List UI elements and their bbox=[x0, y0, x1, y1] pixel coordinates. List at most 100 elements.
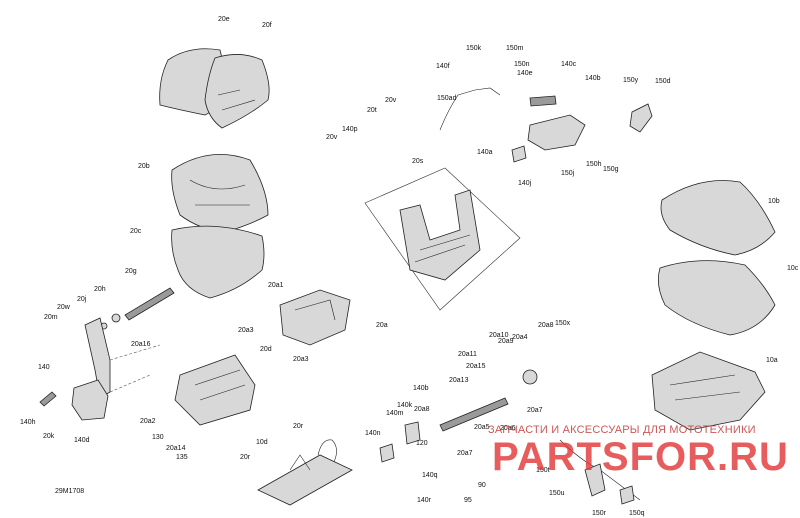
callout-label: 20a13 bbox=[449, 377, 469, 384]
callout-label: 20k bbox=[43, 433, 55, 440]
callout-label: 150j bbox=[561, 170, 575, 177]
washer-20h bbox=[111, 313, 121, 323]
callout-label: 20a16 bbox=[131, 341, 151, 348]
callout-label: 150ad bbox=[437, 95, 457, 102]
callout-label: 140k bbox=[397, 402, 413, 409]
block-140j bbox=[511, 145, 527, 163]
callout-label: 20a4 bbox=[512, 334, 528, 341]
callout-label: 20a2 bbox=[140, 418, 156, 425]
callout-label: 10a bbox=[766, 357, 778, 364]
callout-label: 20e bbox=[218, 16, 230, 23]
callout-label: 140j bbox=[518, 180, 532, 187]
callout-label: 90 bbox=[478, 482, 486, 489]
gear-20a4 bbox=[522, 369, 538, 385]
callout-label: 95 bbox=[464, 497, 472, 504]
callout-label: 20v bbox=[385, 97, 397, 104]
callout-label: 20a9 bbox=[498, 338, 514, 345]
diagram-code: 29M1708 bbox=[55, 488, 85, 495]
lever-140m bbox=[404, 421, 421, 445]
callout-label: 20t bbox=[367, 107, 377, 114]
rod-20g bbox=[124, 287, 175, 321]
callout-label: 150t bbox=[536, 467, 550, 474]
seat-slide-20a2 bbox=[174, 354, 256, 426]
seat-pan-10a bbox=[651, 351, 766, 431]
callout-label: 140n bbox=[365, 430, 381, 437]
callout-label: 20a11 bbox=[458, 351, 477, 358]
callout-label: 20a15 bbox=[466, 363, 486, 370]
callout-label: 10d bbox=[256, 439, 268, 446]
callout-label: 20s bbox=[412, 158, 424, 165]
callout-label: 20g bbox=[125, 268, 137, 275]
handle-140b bbox=[527, 114, 586, 151]
cushion-10b bbox=[660, 180, 776, 256]
callout-label: 20a5 bbox=[474, 424, 490, 431]
callout-label: 20v bbox=[326, 134, 338, 141]
callout-label: 150d bbox=[655, 78, 671, 85]
knob-140n bbox=[379, 443, 395, 463]
callout-label: 150n bbox=[514, 61, 530, 68]
callout-label: 20j bbox=[77, 296, 87, 303]
watermark-tagline: ЗАПЧАСТИ И АКСЕССУАРЫ ДЛЯ МОТОТЕХНИКИ bbox=[488, 424, 756, 436]
callout-label: 140r bbox=[417, 497, 432, 504]
callout-label: 20a8 bbox=[414, 406, 430, 413]
callout-label: 150u bbox=[549, 490, 565, 497]
callout-label: 140p bbox=[342, 126, 358, 133]
callout-label: 20m bbox=[44, 314, 58, 321]
shaft-20a7 bbox=[439, 397, 509, 432]
bracket-150u bbox=[584, 463, 606, 497]
clip-150r bbox=[619, 485, 635, 505]
cable-140f bbox=[439, 87, 501, 131]
callout-label: 20r bbox=[293, 423, 304, 430]
seat-back-20b bbox=[171, 154, 269, 233]
seat-back-frame-20c bbox=[171, 225, 265, 299]
callout-label: 20a10 bbox=[489, 332, 509, 339]
latch-140 bbox=[71, 379, 109, 421]
callout-label: 20a7 bbox=[527, 407, 543, 414]
callout-label: 140a bbox=[477, 149, 493, 156]
callout-label: 20f bbox=[262, 22, 272, 29]
callout-label: 20a3 bbox=[293, 356, 309, 363]
callout-label: 10b bbox=[768, 198, 780, 205]
callout-label: 20d bbox=[260, 346, 272, 353]
callout-label: 140f bbox=[436, 63, 450, 70]
callout-label: 150h bbox=[586, 161, 602, 168]
callout-label: 20a7 bbox=[457, 450, 473, 457]
callout-label: 20a1 bbox=[268, 282, 284, 289]
watermark-logo: PARTSFOR.RU bbox=[492, 435, 789, 479]
callout-label: 20a14 bbox=[166, 445, 186, 452]
callout-label: 140 bbox=[38, 364, 50, 371]
seat-back-cover-20f bbox=[204, 54, 270, 129]
callout-label: 20a6 bbox=[500, 425, 516, 432]
seat-frame-20a bbox=[399, 189, 481, 281]
callout-label: 150k bbox=[466, 45, 482, 52]
callout-label: 20a3 bbox=[238, 327, 254, 334]
callout-label: 140b bbox=[413, 385, 429, 392]
callout-label: 150g bbox=[603, 166, 619, 173]
callout-label: 20a8 bbox=[538, 322, 554, 329]
callout-label: 130 bbox=[152, 434, 164, 441]
callout-label: 150m bbox=[506, 45, 524, 52]
callout-label: 140d bbox=[74, 437, 90, 444]
bracket-150d bbox=[629, 103, 653, 133]
grip-140c bbox=[529, 95, 557, 107]
callout-label: 140b bbox=[585, 75, 601, 82]
callout-label: 150r bbox=[592, 510, 607, 517]
callout-label: 20r bbox=[240, 454, 251, 461]
callout-label: 140q bbox=[422, 472, 438, 479]
callout-label: 140m bbox=[386, 410, 404, 417]
callout-label: 10c bbox=[787, 265, 799, 272]
callout-label: 120 bbox=[416, 440, 428, 447]
cushion-base-10c bbox=[657, 260, 776, 336]
callout-label: 20a bbox=[376, 322, 388, 329]
tray-20r bbox=[257, 454, 353, 506]
callout-label: 150q bbox=[629, 510, 645, 517]
callout-label: 140h bbox=[20, 419, 36, 426]
callout-label: 20w bbox=[57, 304, 70, 311]
callout-label: 150y bbox=[623, 77, 639, 84]
callout-label: 20b bbox=[138, 163, 150, 170]
callout-label: 140e bbox=[517, 70, 533, 77]
callout-label: 20c bbox=[130, 228, 142, 235]
callout-label: 150x bbox=[555, 320, 571, 327]
